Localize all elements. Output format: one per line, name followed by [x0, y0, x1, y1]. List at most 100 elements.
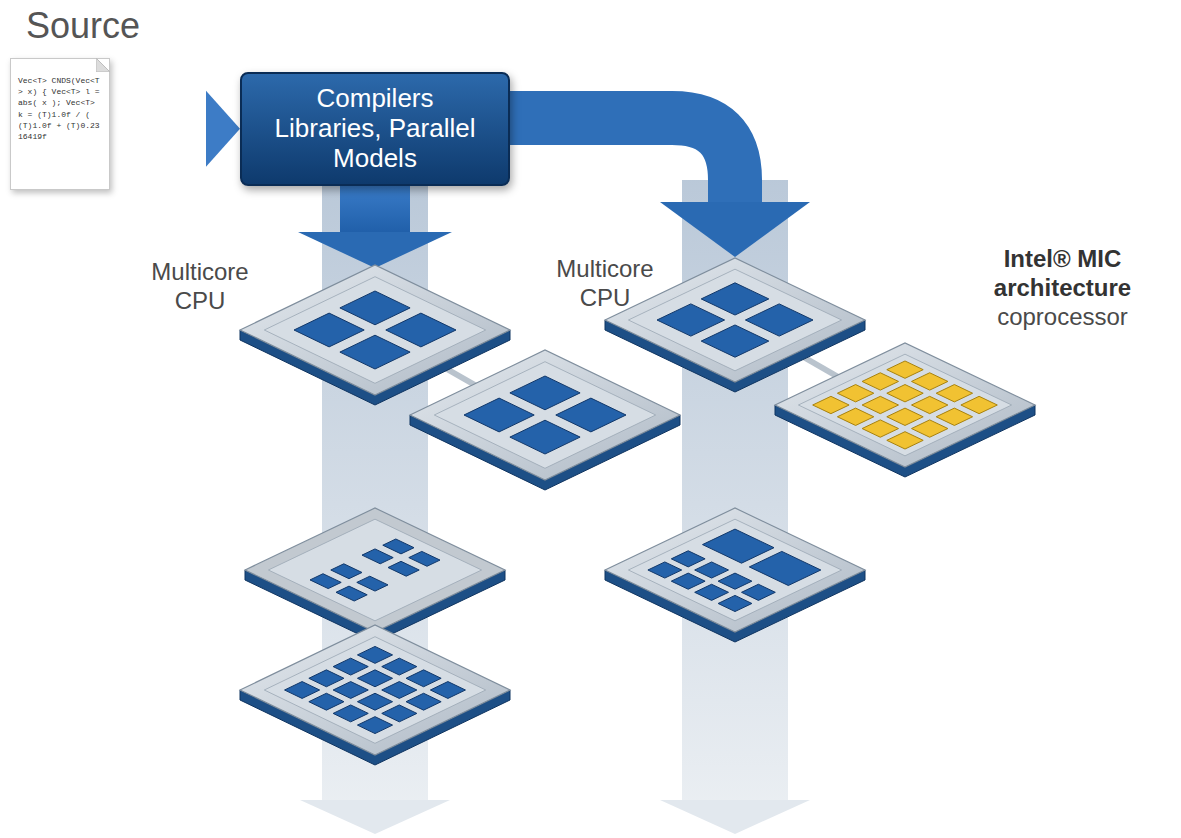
arrow-shaft: [110, 111, 207, 147]
flow-arrow: [110, 91, 240, 167]
code-text: Vec<T> CNDS(Vec<T> x) { Vec<T> l = abs( …: [18, 75, 103, 142]
cpu-core: [336, 586, 367, 601]
cpu-core: [310, 574, 341, 589]
processor-chip: [410, 350, 680, 490]
chip-die: [628, 519, 841, 621]
cpu-core: [406, 670, 441, 687]
processor-chip: [605, 258, 865, 392]
cpu-core: [383, 539, 414, 554]
cpu-label: Multicore CPU: [535, 255, 675, 313]
cpu-label: Multicore CPU: [130, 258, 270, 316]
cpu-core: [357, 576, 388, 591]
chip-top: [245, 508, 505, 632]
arrow-head: [206, 91, 240, 167]
chip-top: [240, 265, 510, 395]
source-heading: Source: [26, 4, 186, 47]
processor-chip: [775, 343, 1035, 477]
chip-die: [628, 269, 841, 371]
coprocessor-label: coprocessor: [955, 303, 1170, 332]
cpu-core: [912, 420, 948, 437]
cpu-core: [701, 283, 769, 315]
cpu-core: [309, 670, 344, 687]
cpu-core: [406, 693, 441, 710]
cpu-core: [409, 551, 440, 566]
chip-die: [264, 637, 485, 744]
cpu-core: [340, 291, 410, 325]
page-fold: [96, 58, 110, 72]
chip-top: [240, 625, 510, 755]
cpu-core: [912, 373, 948, 390]
cpu-core: [331, 564, 362, 579]
cpu-core: [357, 693, 392, 710]
arrow-head: [298, 232, 452, 268]
chip-die: [434, 362, 655, 469]
toolchain-box: Compilers Libraries, Parallel Models: [240, 72, 510, 186]
chip-die: [268, 519, 481, 621]
cpu-core: [333, 705, 368, 722]
cpu-core: [887, 361, 923, 378]
cpu-core: [657, 304, 725, 336]
cpu-core: [333, 682, 368, 699]
cpu-core: [701, 325, 769, 357]
processor-chip: [240, 625, 510, 765]
cpu-core: [382, 682, 417, 699]
cpu-core: [862, 420, 898, 437]
cpu-core: [695, 584, 729, 600]
cpu-core: [309, 693, 344, 710]
cpu-core: [362, 549, 393, 564]
cpu-core: [556, 398, 626, 432]
processor-chip: [245, 508, 505, 642]
cpu-core: [813, 396, 849, 413]
cpu-core: [936, 385, 972, 402]
cpu-core: [745, 304, 813, 336]
cpu-core: [749, 551, 821, 585]
chip-group: [240, 258, 1035, 765]
source-document: Vec<T> CNDS(Vec<T> x) { Vec<T> l = abs( …: [10, 58, 110, 190]
arrow-shaft: [340, 175, 410, 235]
cpu-core: [837, 408, 873, 425]
cpu-core: [386, 313, 456, 347]
cpu-core: [382, 705, 417, 722]
processor-chip: [240, 265, 510, 405]
arrow-head: [660, 202, 810, 257]
cpu-core: [862, 373, 898, 390]
coprocessor-label: Intel® MIC architecture: [955, 245, 1170, 303]
cpu-core: [333, 658, 368, 675]
cpu-core: [862, 396, 898, 413]
cpu-core: [912, 396, 948, 413]
cpu-core: [382, 658, 417, 675]
cpu-core: [510, 376, 580, 410]
chip-top: [605, 508, 865, 632]
cpu-core: [388, 561, 419, 576]
cpu-core: [340, 335, 410, 369]
cpu-core: [718, 573, 752, 589]
cpu-core: [648, 562, 682, 578]
chip-die: [264, 277, 485, 384]
cpu-core: [357, 646, 392, 663]
cpu-core: [294, 313, 364, 347]
cpu-core: [961, 396, 997, 413]
arrow-shaft: [500, 118, 735, 204]
cpu-core: [285, 682, 320, 699]
chip-top: [605, 258, 865, 382]
cpu-core: [430, 682, 465, 699]
cpu-core: [703, 529, 775, 563]
cpu-core: [887, 385, 923, 402]
cpu-core: [671, 573, 705, 589]
cpu-core: [718, 595, 752, 611]
page-fold-corner: [96, 58, 110, 72]
cpu-core: [742, 584, 776, 600]
cpu-core: [464, 398, 534, 432]
band-head: [300, 800, 450, 834]
cpu-core: [695, 562, 729, 578]
cpu-core: [837, 385, 873, 402]
cpu-core: [671, 551, 705, 567]
chip-top: [775, 343, 1035, 467]
cpu-core: [887, 408, 923, 425]
cpu-core: [357, 670, 392, 687]
band-head: [660, 800, 810, 834]
